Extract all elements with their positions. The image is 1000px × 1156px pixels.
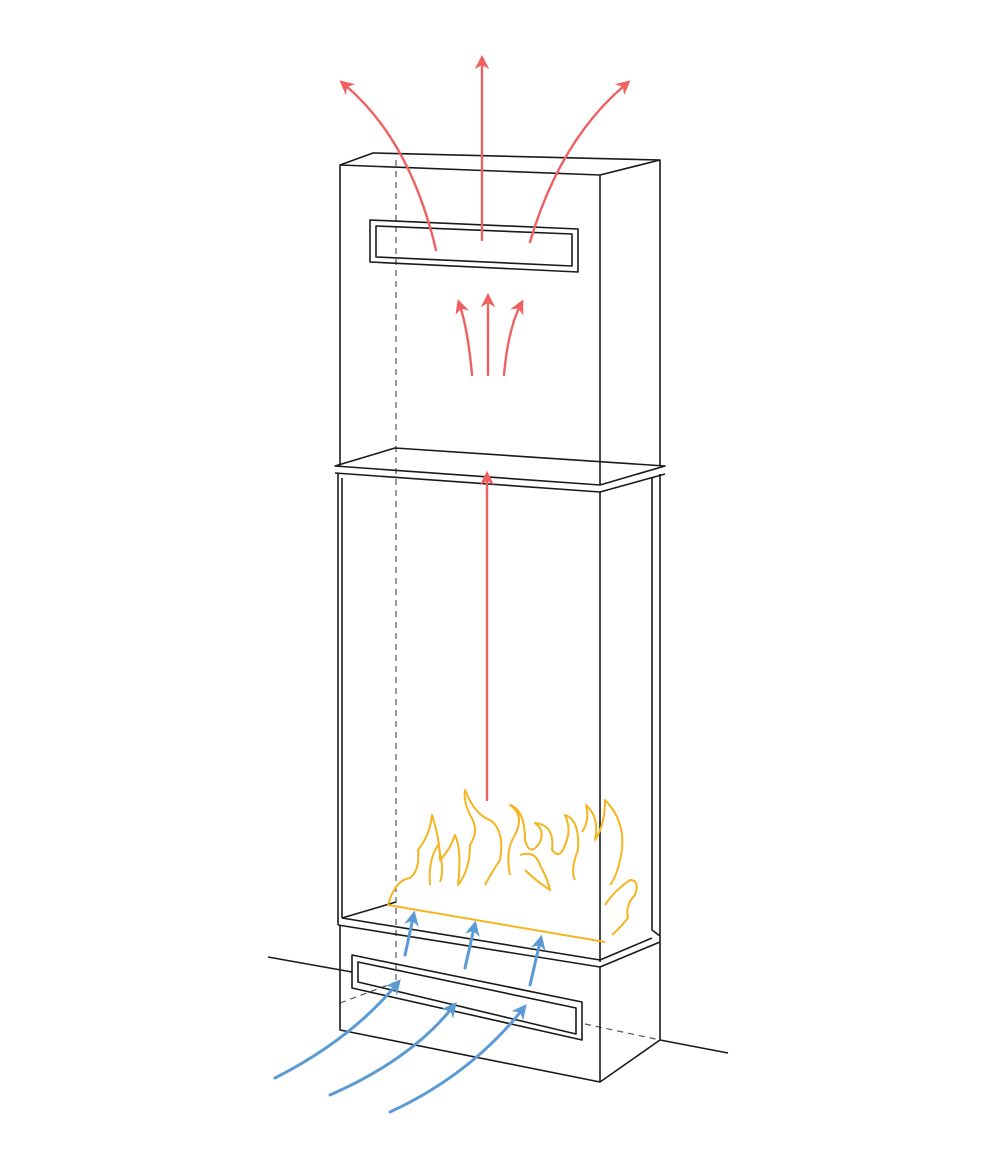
cool-air-arrows: [273, 910, 546, 1114]
hidden-edges: [339, 160, 661, 1041]
cool-air-arrow: [328, 1002, 457, 1097]
flame-shape: [604, 879, 638, 936]
cool-air-arrow: [388, 1004, 527, 1114]
hot-air-arrow: [502, 299, 524, 377]
lower-vent: [351, 954, 583, 1041]
upper-vent: [369, 219, 579, 273]
cool-air-arrow: [528, 934, 546, 987]
cool-air-arrow: [463, 920, 480, 970]
hot-air-arrow: [339, 80, 438, 252]
hot-air-arrows: [339, 54, 631, 802]
flame: [387, 789, 638, 943]
cool-air-arrow: [273, 979, 401, 1080]
hot-air-arrow: [455, 299, 474, 377]
base-box: [339, 925, 661, 1083]
hot-air-arrow: [528, 80, 631, 244]
upper-chimney-box: [339, 152, 661, 485]
flame-shape: [428, 844, 444, 886]
cool-air-arrow: [403, 910, 419, 957]
floor-line: [267, 956, 729, 1054]
flame-shape: [519, 852, 551, 891]
flame-shape: [507, 804, 580, 881]
burner-line: [387, 904, 606, 943]
firebox: [334, 447, 666, 968]
flame-shape: [387, 789, 503, 906]
flame-shape: [581, 799, 624, 886]
